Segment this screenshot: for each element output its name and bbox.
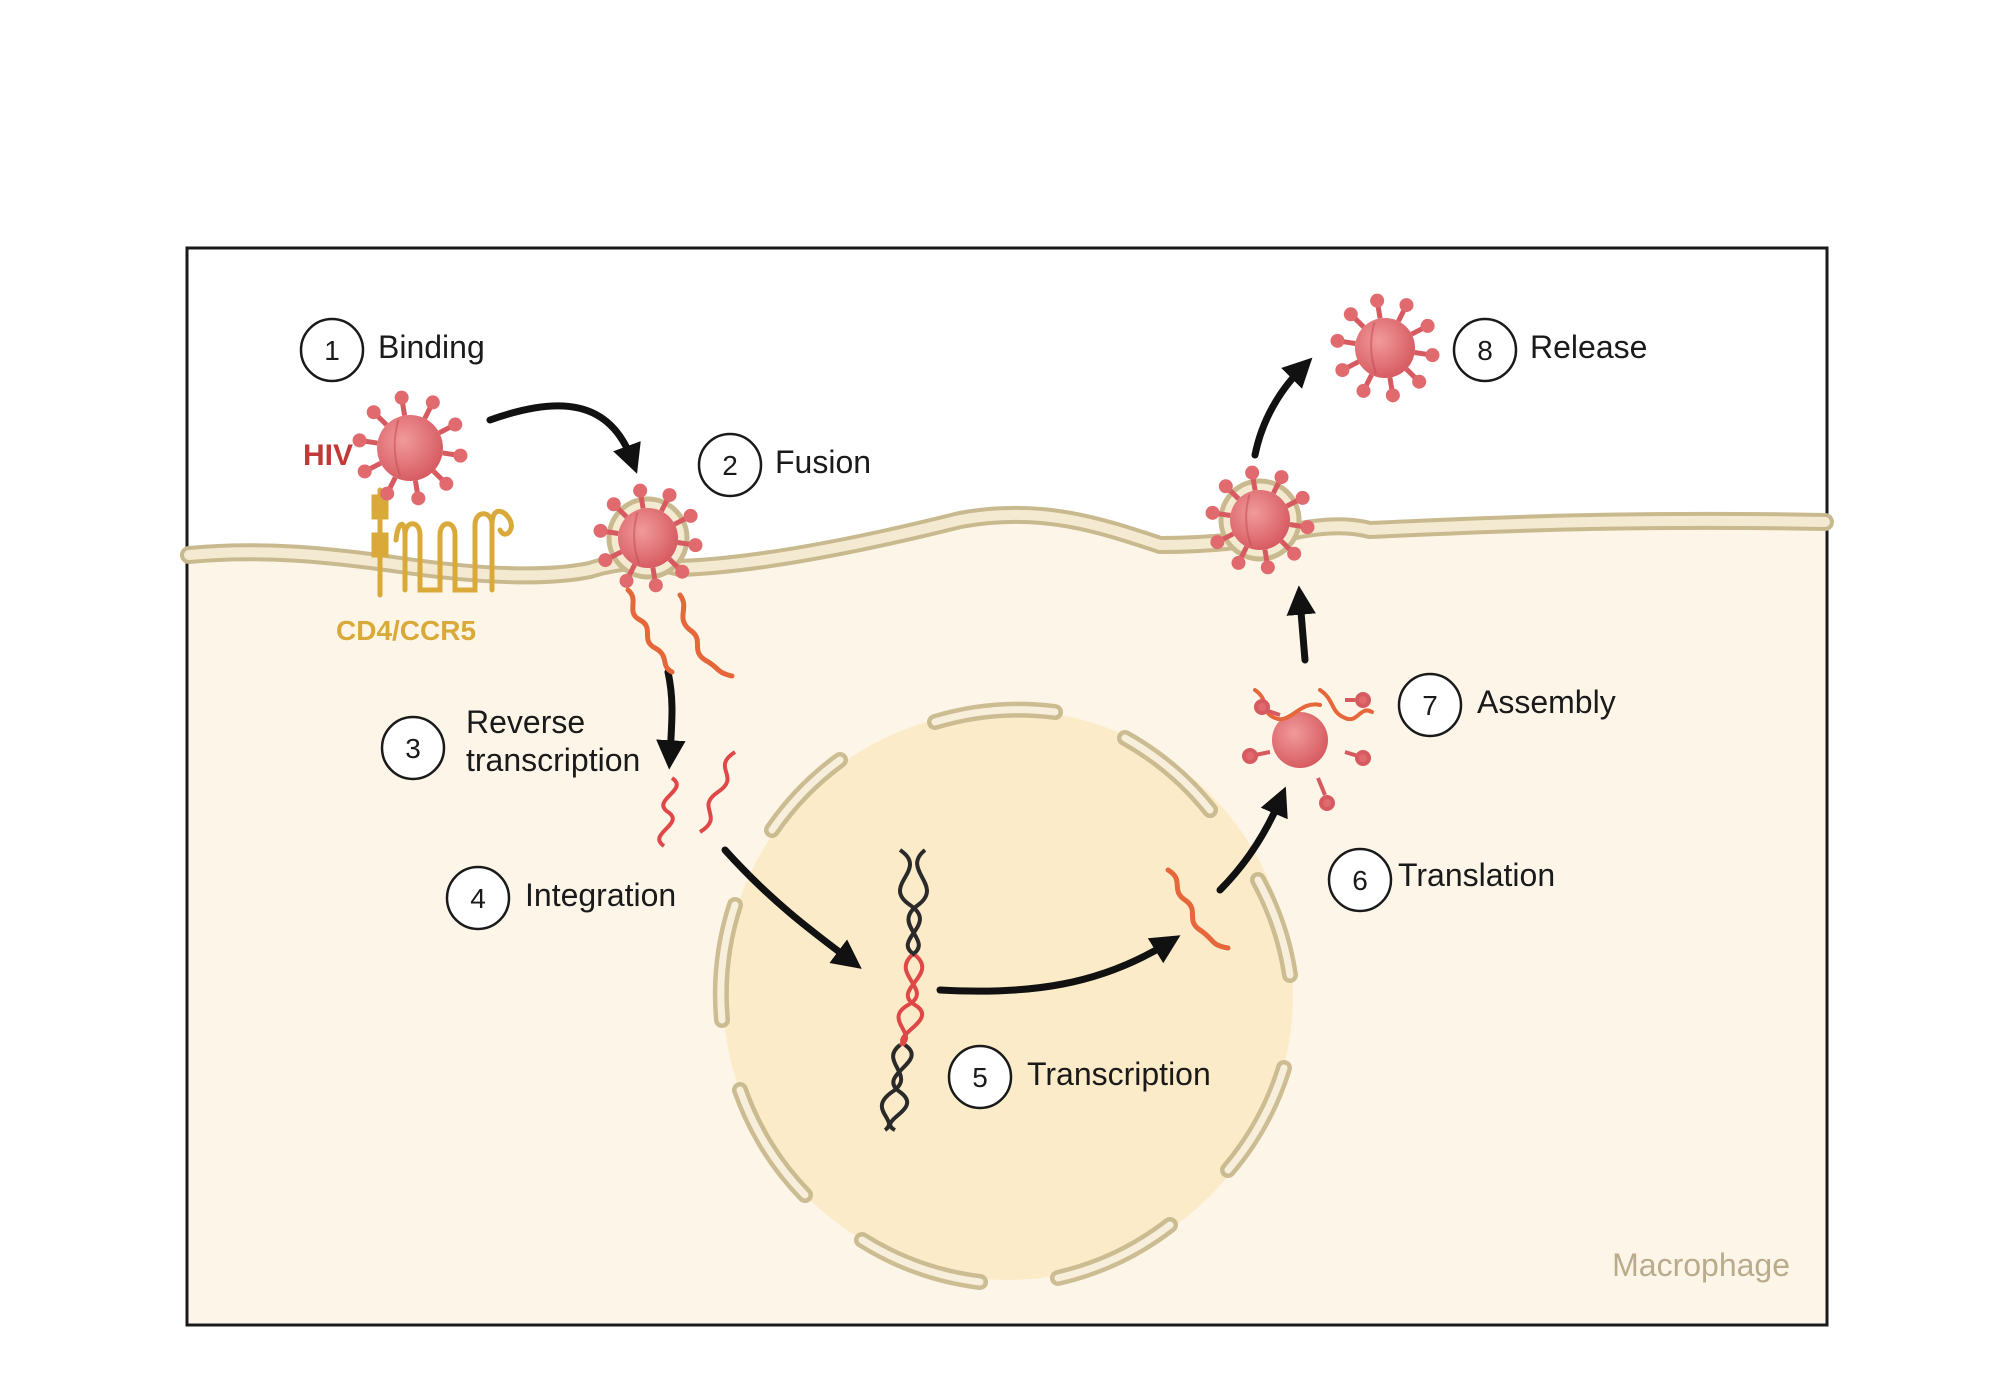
step-label: Binding: [378, 329, 485, 365]
step-label: Transcription: [1027, 1056, 1211, 1092]
nucleus: [712, 701, 1298, 1290]
arrow-fusion-to-rt: [656, 668, 686, 770]
step-4: 4 Integration: [445, 865, 676, 931]
step-number: 4: [470, 883, 486, 914]
cd4-ccr5-receptor: [371, 487, 514, 598]
step-badge-circle: [1397, 672, 1463, 738]
hiv-virion-budding: [1205, 465, 1315, 575]
step-number: 7: [1422, 690, 1438, 721]
step-badge-circle: [947, 1044, 1013, 1110]
hiv-label: HIV: [303, 439, 353, 472]
step-badge-circle: [1452, 317, 1518, 383]
step-5: 5 Transcription: [947, 1044, 1211, 1110]
step-7: 7 Assembly: [1397, 672, 1616, 738]
step-badge-circle: [1327, 847, 1393, 913]
assembly-components: [1242, 688, 1374, 811]
flow-arrows: [486, 357, 1316, 995]
step-number: 2: [722, 450, 738, 481]
viral-mrna: [1165, 867, 1231, 951]
step-6: 6 Translation: [1327, 847, 1555, 913]
step-badge-circle: [697, 432, 763, 498]
step-1: 1 Binding: [299, 317, 485, 383]
step-label: Release: [1530, 329, 1647, 365]
step-label: Translation: [1398, 857, 1555, 893]
step-label: Assembly: [1477, 684, 1616, 720]
receptor-label: CD4/CCR5: [336, 615, 476, 646]
step-number: 6: [1352, 865, 1368, 896]
step-label: Fusion: [775, 444, 871, 480]
step-label: Integration: [525, 877, 676, 913]
cell-type-label: Macrophage: [1612, 1247, 1790, 1283]
step-8: 8 Release: [1452, 317, 1647, 383]
arrow-translation-to-assembly: [1216, 786, 1288, 894]
hiv-virion-fusion: [593, 483, 703, 593]
arrow-rt-to-integration: [721, 846, 862, 969]
step-badge-circle: [299, 317, 365, 383]
arrow-transcription-to-mrna: [936, 935, 1181, 995]
step-label: transcription: [466, 742, 640, 778]
step-2: 2 Fusion: [697, 432, 871, 498]
step-number: 8: [1477, 335, 1493, 366]
arrow-assembly-to-budding: [1286, 585, 1316, 664]
viral-rna-strands: [625, 587, 735, 679]
step-number: 5: [972, 1062, 988, 1093]
step-number: 3: [405, 733, 421, 764]
step-badge-circle: [445, 865, 511, 931]
hiv-virion-released: [1330, 293, 1440, 403]
integrated-host-dna: [879, 848, 929, 1132]
arrow-budding-to-release: [1251, 357, 1313, 459]
step-badge-circle: [380, 715, 446, 781]
hiv-virion-binding: [352, 390, 468, 506]
arrow-binding-to-fusion: [486, 402, 641, 474]
viral-dna-helix: [657, 750, 737, 848]
step-number: 1: [324, 335, 340, 366]
step-label: Reverse: [466, 704, 585, 740]
